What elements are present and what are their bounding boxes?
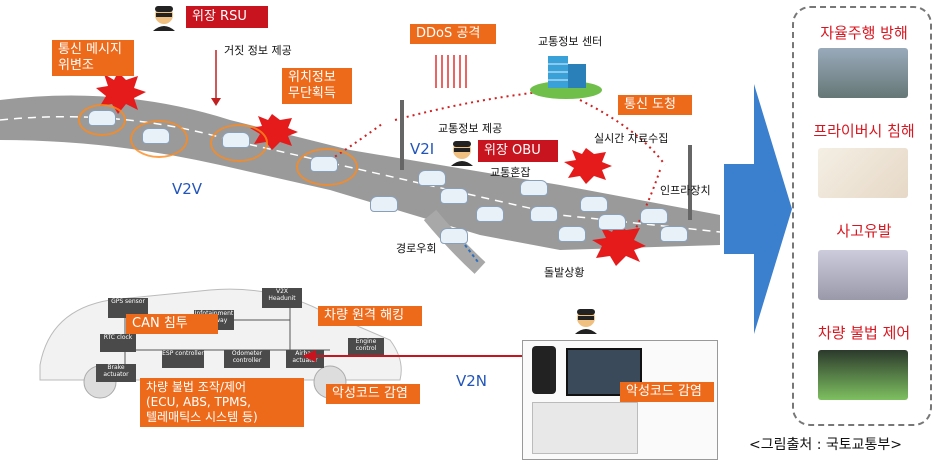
vehicle bbox=[476, 206, 504, 222]
vehicle bbox=[370, 196, 398, 212]
vehicle bbox=[520, 180, 548, 196]
vehicle bbox=[440, 228, 468, 244]
can-intrusion-label: CAN 침투 bbox=[126, 314, 218, 334]
infra-label: 인프라장치 bbox=[660, 184, 711, 197]
impact-item-title: 프라이버시 침해 bbox=[813, 122, 915, 140]
realtime-collect-label: 실시간 자료수집 bbox=[594, 132, 669, 145]
illegal-manip-label: 차량 불법 조작/제어 (ECU, ABS, TPMS, 텔레매틱스 시스템 등… bbox=[140, 378, 304, 427]
traffic-center-label: 교통정보 센터 bbox=[538, 35, 603, 48]
ddos-label: DDoS 공격 bbox=[410, 24, 496, 44]
image-source-caption: <그림출처 : 국토교통부> bbox=[749, 437, 902, 453]
remote-control-image bbox=[818, 350, 908, 400]
hacker-icon bbox=[575, 309, 597, 334]
fake-obu-label: 위장 OBU bbox=[478, 140, 558, 162]
vehicle bbox=[660, 226, 688, 242]
vehicle bbox=[580, 196, 608, 212]
malware-label-2: 악성코드 감염 bbox=[620, 382, 714, 402]
signal-ring bbox=[78, 104, 126, 136]
v2i-label: V2I bbox=[410, 140, 435, 158]
fake-rsu-label: 위장 RSU bbox=[186, 6, 268, 28]
impact-item-title: 차량 불법 제어 bbox=[817, 324, 911, 342]
fake-info-label: 거짓 정보 제공 bbox=[224, 44, 292, 57]
msg-tamper-label: 통신 메시지 위변조 bbox=[52, 40, 134, 76]
ecu-esp: ESP controller bbox=[162, 350, 204, 368]
traffic-info-provide-label: 교통정보 제공 bbox=[438, 122, 503, 135]
hacker-icon bbox=[153, 6, 175, 31]
malware-label-1: 악성코드 감염 bbox=[326, 384, 420, 404]
impact-item-title: 사고유발 bbox=[836, 222, 892, 240]
ecu-rtc: RTC clock bbox=[100, 334, 136, 352]
signal-ring bbox=[130, 120, 188, 158]
vehicle bbox=[310, 156, 338, 172]
ecu-odometer: Odometer controller bbox=[224, 350, 270, 368]
congestion-label: 교통혼잡 bbox=[490, 166, 531, 179]
vehicle bbox=[640, 208, 668, 224]
hacker-icon bbox=[451, 141, 473, 166]
truck-icon bbox=[532, 402, 638, 454]
traffic-jam-image bbox=[818, 48, 908, 98]
detour-label: 경로우회 bbox=[396, 242, 437, 255]
impact-arrow bbox=[724, 84, 792, 334]
vehicle bbox=[558, 226, 586, 242]
signal-ring bbox=[296, 148, 358, 186]
vehicle bbox=[222, 132, 250, 148]
impact-panel: 자율주행 방해 프라이버시 침해 사고유발 차량 불법 제어 bbox=[792, 6, 932, 426]
vehicle bbox=[598, 214, 626, 230]
emergency-label: 돌발상황 bbox=[544, 266, 585, 279]
accident-image bbox=[818, 250, 908, 300]
smartphone-icon bbox=[532, 346, 556, 394]
vehicle bbox=[440, 188, 468, 204]
ecu-engine: Engine control bbox=[348, 338, 384, 356]
v2n-label: V2N bbox=[456, 372, 488, 390]
ecu-brake: Brake actuator bbox=[96, 364, 136, 382]
vehicle bbox=[418, 170, 446, 186]
vehicle bbox=[530, 206, 558, 222]
ecu-gps: GPS sensor bbox=[108, 298, 148, 318]
signal-ring bbox=[210, 124, 268, 162]
ecu-v2x: V2X Headunit bbox=[262, 288, 302, 308]
traffic-center-building-icon bbox=[530, 56, 602, 99]
v2n-arrow bbox=[302, 350, 526, 362]
eavesdrop-label: 통신 도청 bbox=[618, 95, 692, 115]
remote-hack-label: 차량 원격 해킹 bbox=[318, 306, 422, 326]
impact-item-title: 자율주행 방해 bbox=[820, 24, 908, 42]
vehicle bbox=[88, 110, 116, 126]
vehicle bbox=[142, 128, 170, 144]
v2v-label: V2V bbox=[172, 180, 203, 198]
location-grab-label: 위치정보 무단획득 bbox=[282, 68, 352, 104]
map-image bbox=[818, 148, 908, 198]
